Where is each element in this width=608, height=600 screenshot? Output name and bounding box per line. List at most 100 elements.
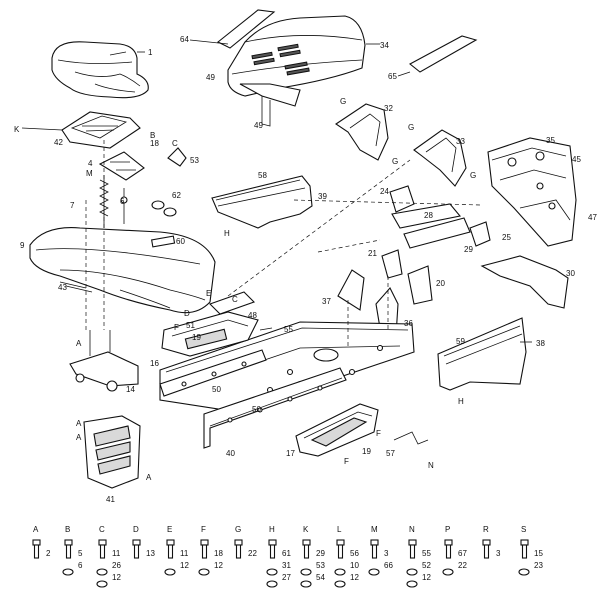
- hardware-part-number: 53: [316, 561, 325, 570]
- bracket-32: [335, 103, 389, 161]
- hardware-part-number: 3: [496, 549, 501, 558]
- hardware-letter: C: [99, 525, 105, 534]
- ref-g: G: [340, 97, 346, 106]
- part-28: [391, 203, 462, 229]
- hardware-b: B 5 6: [62, 525, 83, 576]
- washer: [406, 580, 418, 588]
- bolt-shank: [133, 544, 140, 559]
- hardware-letter: N: [409, 525, 415, 534]
- part-62: [151, 200, 177, 217]
- ref-c: C: [172, 139, 178, 148]
- decal-right: [409, 35, 478, 73]
- hardware-part-number: 12: [422, 573, 431, 582]
- ref-a: A: [76, 433, 82, 442]
- part-37: [337, 269, 365, 311]
- label-7: 7: [70, 201, 75, 210]
- ref-f: F: [174, 323, 179, 332]
- hardware-part-number: 52: [422, 561, 431, 570]
- hardware-letter: S: [521, 525, 526, 534]
- hardware-letter: P: [445, 525, 450, 534]
- ref-g: G: [470, 171, 476, 180]
- bolt-shank: [235, 544, 242, 559]
- hardware-part-number: 56: [350, 549, 359, 558]
- hood: [227, 15, 366, 127]
- washer: [62, 568, 74, 576]
- label-59: 59: [456, 337, 465, 346]
- part-24: [389, 185, 415, 213]
- bolt-head: [482, 539, 491, 546]
- label-50: 50: [212, 385, 221, 394]
- label-40: 40: [226, 449, 235, 458]
- label-45: 45: [572, 155, 581, 164]
- hardware-letter: G: [235, 525, 241, 534]
- part-60: [151, 235, 176, 248]
- bolt-shank: [167, 544, 174, 559]
- footrest-left: [161, 311, 259, 357]
- label-38: 38: [536, 339, 545, 348]
- washer: [406, 568, 418, 576]
- washer: [266, 568, 278, 576]
- label-32: 32: [384, 104, 393, 113]
- ref-letters: K B C M G G G G H E C D F A A A A H F F …: [14, 97, 476, 482]
- hardware-letter: D: [133, 525, 139, 534]
- hardware-part-number: 26: [112, 561, 121, 570]
- hardware-n: N 55 52 12: [406, 525, 431, 588]
- ref-d: D: [184, 309, 190, 318]
- hardware-part-number: 67: [458, 549, 467, 558]
- side-panel-38: [437, 317, 527, 391]
- label-41: 41: [106, 495, 115, 504]
- hardware-part-number: 18: [214, 549, 223, 558]
- hardware-letter: H: [269, 525, 275, 534]
- bolt-head: [520, 539, 529, 546]
- hardware-part-number: 27: [282, 573, 291, 582]
- bolt-shank: [521, 544, 528, 559]
- footrest-right: [295, 403, 379, 457]
- ref-a: A: [146, 473, 152, 482]
- hardware-letter: B: [65, 525, 70, 534]
- decal-left: [216, 9, 276, 49]
- hardware-r: R3: [482, 525, 501, 559]
- bolt-head: [408, 539, 417, 546]
- hardware-part-number: 2: [46, 549, 51, 558]
- bolt-head: [32, 539, 41, 546]
- label-55: 55: [284, 325, 293, 334]
- label-24: 24: [380, 187, 389, 196]
- bolt-head: [268, 539, 277, 546]
- part-29: [403, 217, 471, 249]
- bolt-shank: [33, 544, 40, 559]
- front-axle-14: [69, 330, 139, 392]
- hardware-part-number: 55: [422, 549, 431, 558]
- bolt-shank: [65, 544, 72, 559]
- hardware-part-number: 5: [78, 549, 83, 558]
- label-47: 47: [588, 213, 597, 222]
- ref-c: C: [232, 295, 238, 304]
- hardware-part-number: 12: [112, 573, 121, 582]
- part-20: [407, 265, 433, 305]
- label-36: 36: [404, 319, 413, 328]
- bolt-shank: [371, 544, 378, 559]
- bolt-head: [444, 539, 453, 546]
- hardware-part-number: 6: [78, 561, 83, 570]
- bolt-head: [166, 539, 175, 546]
- seat-pan: [61, 111, 141, 149]
- label-9: 9: [20, 241, 25, 250]
- label-60: 60: [176, 237, 185, 246]
- label-58: 58: [258, 171, 267, 180]
- label-49: 49: [254, 121, 263, 130]
- label-28: 28: [424, 211, 433, 220]
- hardware-part-number: 15: [534, 549, 543, 558]
- ref-n: N: [428, 461, 434, 470]
- hardware-part-number: 22: [248, 549, 257, 558]
- part-48: [208, 291, 256, 315]
- label-50: 50: [252, 405, 261, 414]
- hardware-part-number: 12: [180, 561, 189, 570]
- label-64: 64: [180, 35, 189, 44]
- ref-m: M: [86, 169, 93, 178]
- label-14: 14: [126, 385, 135, 394]
- hardware-part-number: 22: [458, 561, 467, 570]
- bracket-33: [413, 129, 467, 187]
